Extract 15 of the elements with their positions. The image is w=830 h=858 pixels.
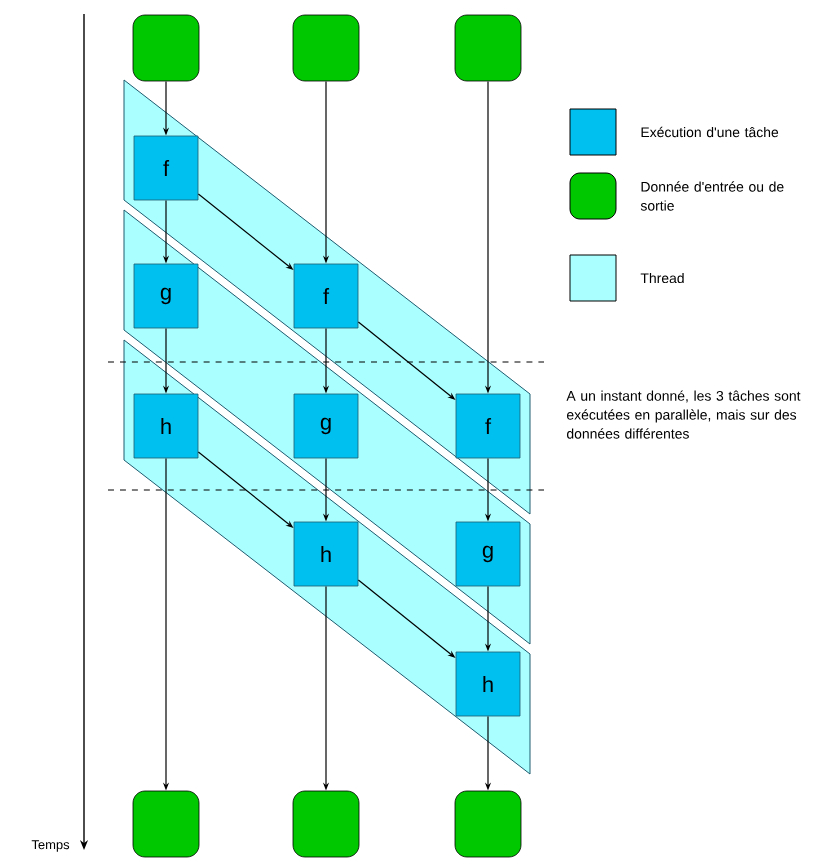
data-box (454, 14, 522, 82)
task-box: g (133, 263, 199, 329)
task-box: h (133, 393, 199, 459)
data-box (292, 14, 360, 82)
data-box (132, 790, 200, 858)
data-box (454, 790, 522, 858)
data-box (132, 14, 200, 82)
task-box: h (455, 651, 521, 717)
data-box (292, 790, 360, 858)
task-box: g (293, 393, 359, 459)
task-box: f (455, 393, 521, 459)
task-box: h (293, 521, 359, 587)
task-box: f (293, 263, 359, 329)
task-box: f (133, 135, 199, 201)
task-box: g (455, 521, 521, 587)
